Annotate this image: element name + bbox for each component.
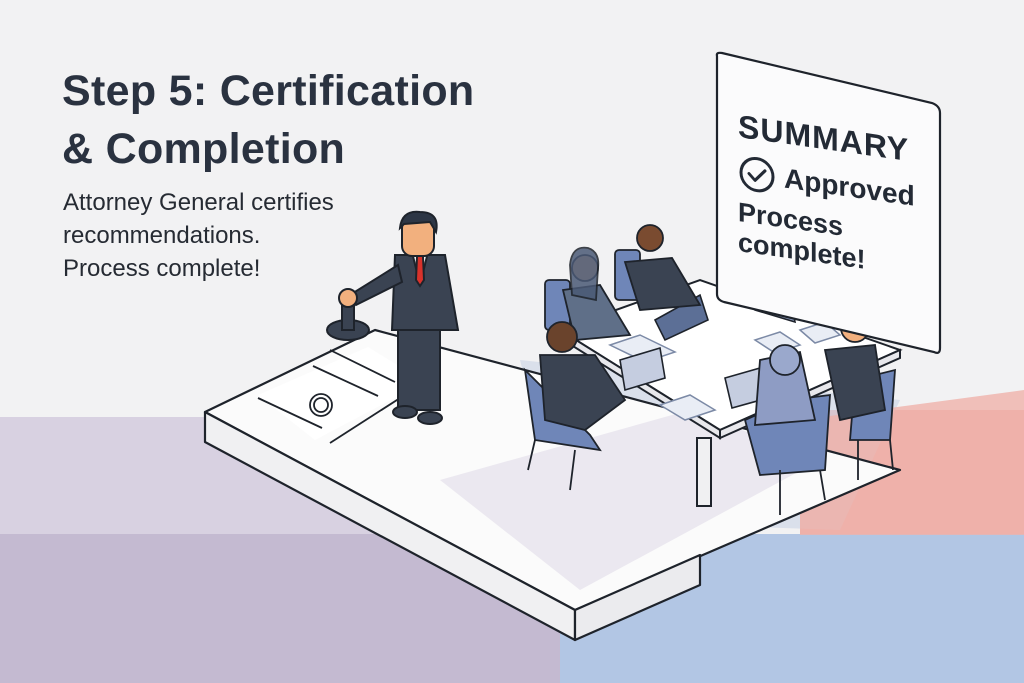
committee-member-woman-hijab <box>743 344 831 515</box>
summary-board-content: SUMMARY Approved Process complete! <box>738 108 915 282</box>
summary-board <box>715 51 942 354</box>
step-description: Attorney General certifies recommendatio… <box>63 186 334 285</box>
page-title: Step 5: Certification & Completion <box>62 62 474 178</box>
certificate-document <box>257 347 426 444</box>
committee-member-man-left <box>523 321 627 491</box>
committee-member-man-back <box>614 224 702 311</box>
description-line-3: Process complete! <box>63 255 261 282</box>
title-line-1: Step 5: Certification <box>62 67 475 115</box>
summary-status: Approved <box>738 153 915 216</box>
check-circle-icon <box>739 156 775 193</box>
title-line-2: & Completion <box>62 125 346 173</box>
committee-member-woman <box>544 246 632 341</box>
description-line-2: recommendations. <box>63 222 261 249</box>
attorney-general-figure <box>338 210 460 425</box>
description-line-1: Attorney General certifies <box>63 189 334 216</box>
